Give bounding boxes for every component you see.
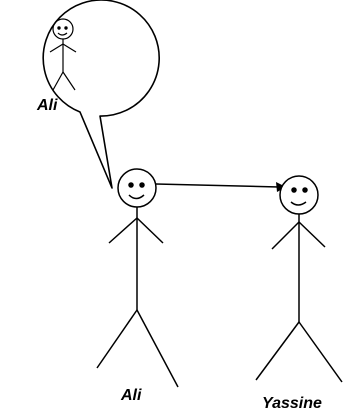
thought-bubble-label: Ali [36,97,58,114]
bubble-figure-arm-left [49,43,64,53]
ali-label: Ali [120,387,142,404]
yassine-arm-left [271,221,300,250]
bubble-figure-leg-right [62,71,76,91]
ali-eye-right [139,182,145,188]
yassine-head [279,175,319,215]
person-yassine [255,175,343,383]
yassine-leg-right [298,321,343,383]
ali-leg-right [136,309,179,388]
ali-head [117,168,157,208]
ali-smile [128,194,145,200]
ali-leg-left [96,309,138,369]
yassine-label: Yassine [262,395,322,412]
bubble-figure-leg-left [52,71,64,91]
person-ali [96,168,179,388]
bubble-figure-eye-left [57,26,61,30]
ali-eye-left [128,182,134,188]
thought-bubble: Ali [36,0,160,189]
bubble-figure-eye-right [64,26,68,30]
yassine-leg-left [255,321,300,381]
thought-bubble-outline [42,0,160,189]
bubble-figure-smile [57,32,68,36]
bubble-figure-arm-right [62,43,77,53]
yassine-arm-right [298,221,326,248]
arrow-line [155,183,280,188]
arrow-ali-to-yassine [155,182,286,192]
yassine-eye-left [291,187,297,193]
thought-bubble-figure [49,18,77,91]
yassine-smile [290,201,307,206]
ali-arm-right [136,217,164,244]
yassine-eye-right [302,187,308,193]
ali-arm-left [108,217,138,244]
